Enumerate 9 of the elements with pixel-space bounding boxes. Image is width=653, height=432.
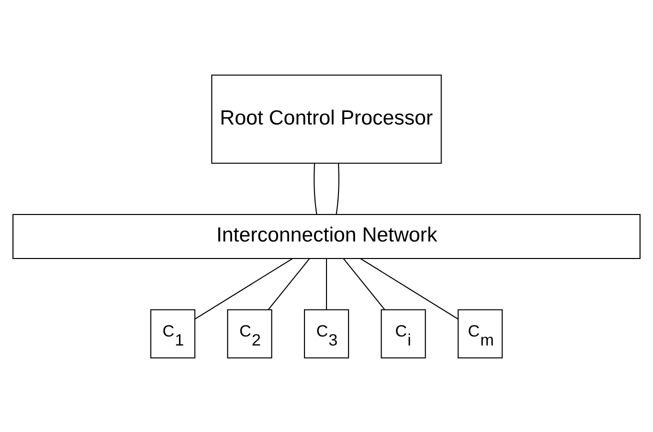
connector: [360, 258, 458, 319]
node-box: Root Control Processor: [211, 74, 442, 164]
connector: [326, 258, 328, 310]
connector: [314, 162, 318, 214]
connector: [194, 258, 293, 319]
connector: [343, 258, 386, 310]
connector: [268, 258, 310, 310]
node-box: Interconnection Network: [12, 213, 641, 259]
connector: [336, 162, 340, 214]
